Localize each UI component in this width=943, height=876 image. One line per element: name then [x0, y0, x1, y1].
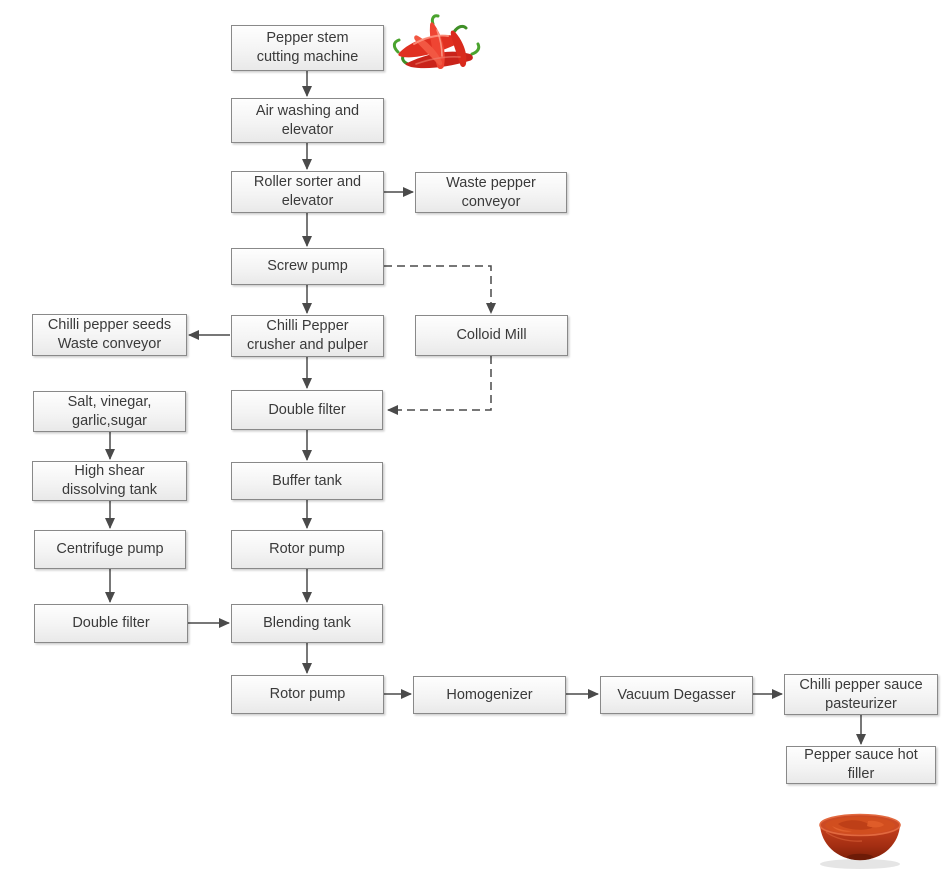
- chili-peppers-image: [388, 12, 483, 80]
- chili-sauce-bowl-graphic: [819, 813, 901, 869]
- node-chilli-pepper-sauce-pasteurizer: Chilli pepper sauce pasteurizer: [784, 674, 938, 715]
- node-chilli-pepper-crusher-pulper: Chilli Pepper crusher and pulper: [231, 315, 384, 357]
- node-chilli-pepper-seeds-waste-conveyor: Chilli pepper seeds Waste conveyor: [32, 314, 187, 356]
- node-buffer-tank: Buffer tank: [231, 462, 383, 500]
- node-waste-pepper-conveyor: Waste pepper conveyor: [415, 172, 567, 213]
- node-salt-vinegar-garlic-sugar: Salt, vinegar, garlic,sugar: [33, 391, 186, 432]
- node-pepper-sauce-hot-filler: Pepper sauce hot filler: [786, 746, 936, 784]
- node-rotor-pump-2: Rotor pump: [231, 675, 384, 714]
- node-roller-sorter-elevator: Roller sorter and elevator: [231, 171, 384, 213]
- node-high-shear-dissolving-tank: High shear dissolving tank: [32, 461, 187, 501]
- node-homogenizer: Homogenizer: [413, 676, 566, 714]
- chili-peppers-graphic: [392, 14, 481, 69]
- chili-sauce-bowl-image: [810, 798, 910, 872]
- dashed-arrow-screw-pump-to-colloid-mill: [384, 265, 496, 314]
- node-double-filter-main: Double filter: [231, 390, 383, 430]
- node-air-washing-elevator: Air washing and elevator: [231, 98, 384, 143]
- node-vacuum-degasser: Vacuum Degasser: [600, 676, 753, 714]
- node-blending-tank: Blending tank: [231, 604, 383, 643]
- node-double-filter-side: Double filter: [34, 604, 188, 643]
- node-rotor-pump-1: Rotor pump: [231, 530, 383, 569]
- dashed-arrow-colloid-mill-to-double-filter: [387, 356, 492, 415]
- node-pepper-stem-cutting-machine: Pepper stem cutting machine: [231, 25, 384, 71]
- node-centrifuge-pump: Centrifuge pump: [34, 530, 186, 569]
- node-colloid-mill: Colloid Mill: [415, 315, 568, 356]
- node-screw-pump: Screw pump: [231, 248, 384, 285]
